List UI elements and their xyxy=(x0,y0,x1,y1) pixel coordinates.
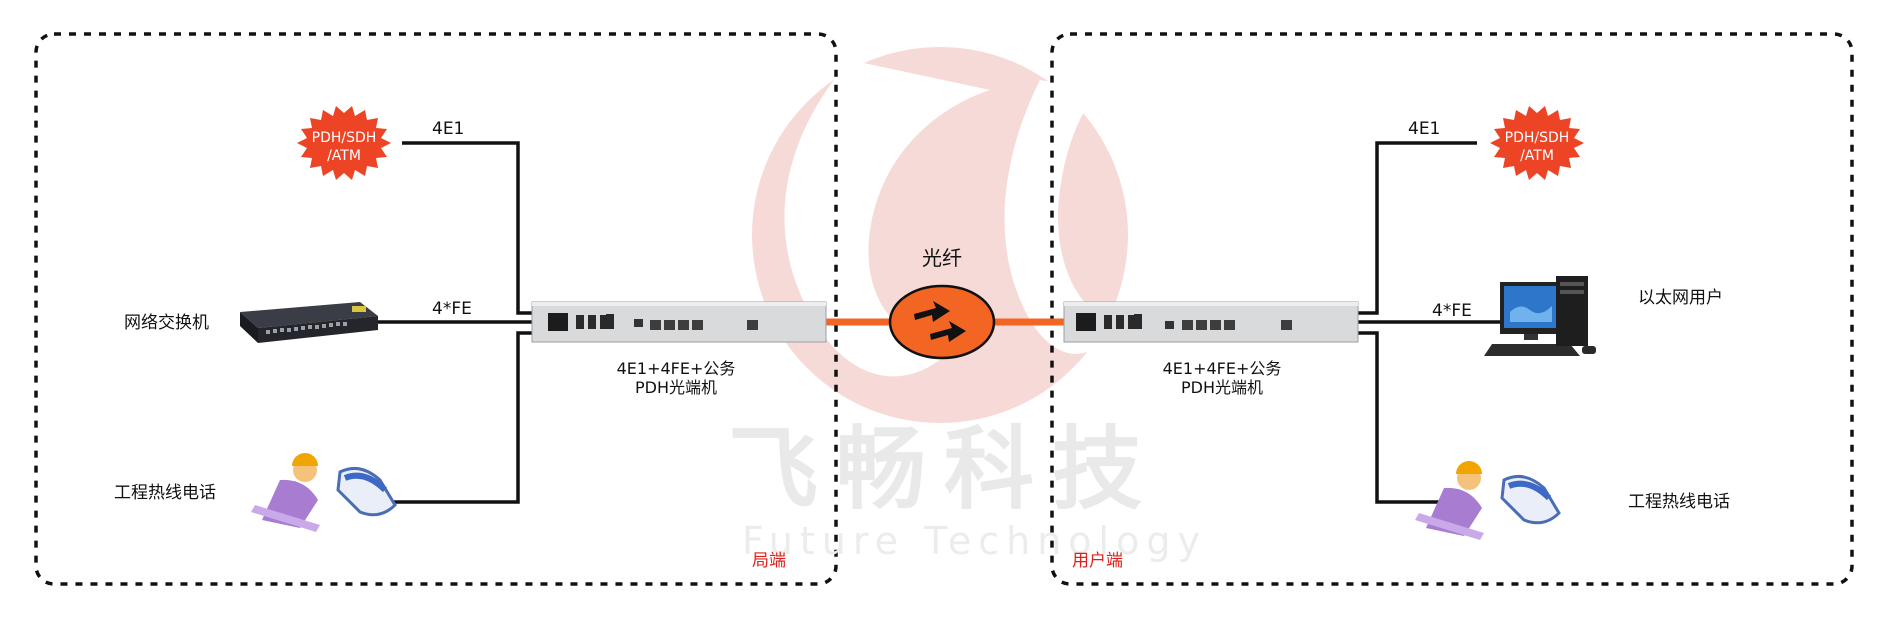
left-cloud-label-line1: PDH/SDH xyxy=(311,130,377,146)
right-links xyxy=(1358,141,1500,504)
left-operator-phone-icon xyxy=(251,453,397,532)
watermark-english: Future Technology xyxy=(742,519,1207,563)
left-e1-label: 4E1 xyxy=(432,119,465,139)
watermark-logo xyxy=(752,47,1128,423)
left-device-label-line1: 4E1+4FE+公务 xyxy=(616,359,736,378)
right-cloud-label-line2: /ATM xyxy=(1520,148,1554,164)
ethernet-user-pc-icon xyxy=(1484,276,1596,356)
left-links xyxy=(378,141,532,504)
right-fe-label: 4*FE xyxy=(1432,301,1472,321)
left-network-cloud-icon xyxy=(297,106,391,180)
fiber-link xyxy=(826,284,1064,360)
right-network-cloud-icon xyxy=(1490,106,1584,180)
right-device-label-line1: 4E1+4FE+公务 xyxy=(1162,359,1282,378)
left-site-label: 局端 xyxy=(752,551,786,571)
right-site-label: 用户端 xyxy=(1072,551,1123,571)
right-operator-phone-icon xyxy=(1415,461,1561,540)
fiber-label: 光纤 xyxy=(922,246,962,270)
left-phone-label: 工程热线电话 xyxy=(114,483,216,503)
right-e1-label: 4E1 xyxy=(1408,119,1441,139)
left-device-label-line2: PDH光端机 xyxy=(634,378,718,397)
right-cloud-label-line1: PDH/SDH xyxy=(1504,130,1570,146)
right-device-label-line2: PDH光端机 xyxy=(1180,378,1264,397)
left-site-frame xyxy=(34,32,838,586)
watermark-chinese: 飞畅科技 xyxy=(728,417,1160,522)
right-site-frame xyxy=(1050,32,1854,586)
fiber-exchange-icon xyxy=(888,284,996,360)
right-pdh-device-icon xyxy=(1063,301,1359,343)
left-pdh-device-icon xyxy=(531,301,827,343)
left-switch-label: 网络交换机 xyxy=(124,313,209,333)
left-cloud-label-line2: /ATM xyxy=(327,148,361,164)
right-phone-label: 工程热线电话 xyxy=(1628,492,1730,512)
left-fe-label: 4*FE xyxy=(432,299,472,319)
right-pc-label: 以太网用户 xyxy=(1638,288,1723,308)
network-switch-icon xyxy=(240,302,378,343)
